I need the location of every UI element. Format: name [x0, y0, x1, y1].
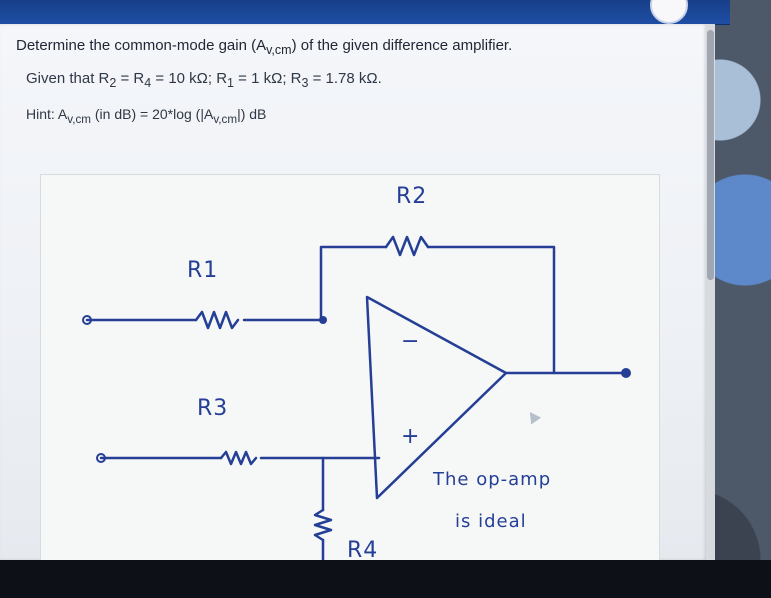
- r4-resistor: [313, 508, 333, 542]
- note-line-2: is ideal: [455, 511, 527, 532]
- minus-sign: −: [401, 329, 420, 354]
- question-title-subscript: v,cm: [266, 43, 292, 57]
- circuit-diagram: R1 R2 R3 R4 − + The op-amp is ideal: [40, 174, 660, 598]
- question-title-text: Determine the common-mode gain (A: [16, 37, 267, 54]
- given-r4-sub: 4: [144, 76, 152, 90]
- given-r2-sub: 2: [109, 76, 117, 90]
- inverting-node-dot: [319, 316, 327, 324]
- hint-end: |) dB: [237, 106, 267, 122]
- question-page: Determine the common-mode gain (Av,cm) o…: [0, 24, 707, 598]
- question-title-end: ) of the given difference amplifier.: [291, 37, 513, 54]
- r4-label: R4: [347, 538, 378, 563]
- given-end: = 1.78 kΩ.: [308, 70, 382, 87]
- given-r3-sub: 3: [301, 76, 309, 90]
- hint-subscript-2: v,cm: [213, 112, 238, 126]
- scrollbar-thumb[interactable]: [707, 30, 714, 280]
- output-terminal: [621, 368, 631, 378]
- given-prefix: Given that R: [26, 70, 110, 87]
- plus-sign: +: [401, 424, 420, 449]
- hint-prefix: Hint: A: [26, 106, 68, 122]
- inverting-input-terminal: [82, 315, 92, 325]
- note-line-1: The op-amp: [432, 469, 551, 490]
- feedback-right-wire: [426, 245, 556, 375]
- r2-resistor: [384, 235, 430, 257]
- page-scrollbar[interactable]: [706, 24, 715, 560]
- hint-middle: (in dB) = 20*log (|A: [91, 106, 214, 122]
- given-mid-3: = 1 kΩ; R: [234, 70, 302, 87]
- r3-resistor: [219, 450, 258, 466]
- given-mid-2: = 10 kΩ; R: [151, 70, 228, 87]
- circuit-svg: R1 R2 R3 R4 − + The op-amp is ideal: [82, 184, 631, 598]
- given-mid-1: = R: [116, 70, 145, 87]
- r3-label: R3: [197, 396, 228, 421]
- given-r1-sub: 1: [227, 76, 234, 90]
- hint-subscript-1: v,cm: [67, 112, 91, 126]
- r2-label: R2: [396, 184, 427, 209]
- noninverting-input-terminal: [96, 453, 106, 463]
- r1-resistor: [194, 310, 240, 330]
- hint-text: Hint: Av,cm (in dB) = 20*log (|Av,cm|) d…: [26, 106, 266, 126]
- question-title: Determine the common-mode gain (Av,cm) o…: [16, 37, 512, 57]
- op-amp-triangle: [365, 295, 508, 500]
- given-values: Given that R2 = R4 = 10 kΩ; R1 = 1 kΩ; R…: [26, 70, 382, 90]
- feedback-left-wire: [319, 245, 388, 322]
- monitor-bottom-bezel: [0, 560, 771, 598]
- browser-top-bar: [0, 0, 730, 25]
- r1-label: R1: [187, 258, 218, 283]
- round-header-button[interactable]: [650, 0, 688, 24]
